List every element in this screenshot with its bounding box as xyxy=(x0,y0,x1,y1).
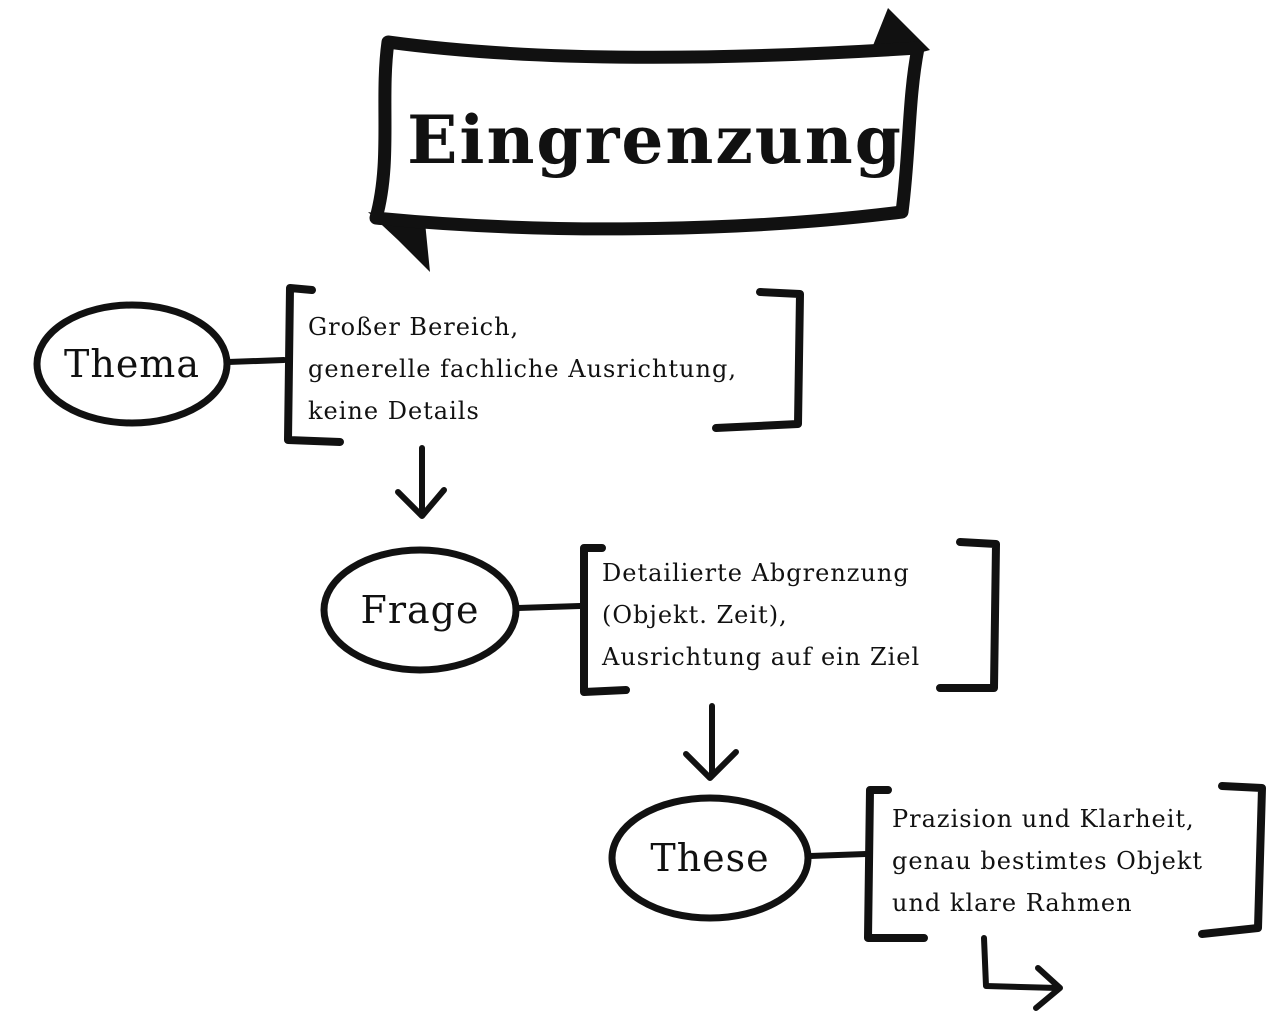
arrow-these-next xyxy=(981,935,1063,1011)
frage-description-line: (Objekt. Zeit), xyxy=(602,601,788,629)
thema-description: Großer Bereich, generelle fachliche Ausr… xyxy=(308,306,737,432)
frage-connector xyxy=(515,603,583,611)
these-description-line: genau bestimtes Objekt xyxy=(892,847,1204,875)
these-description-line: Prazision und Klarheit, xyxy=(892,805,1195,833)
these-description: Prazision und Klarheit, genau bestimtes … xyxy=(892,798,1203,924)
these-connector xyxy=(807,851,869,859)
thema-description-line: keine Details xyxy=(308,397,480,425)
arrow-thema-frage xyxy=(395,445,447,519)
thema-connector xyxy=(225,357,287,365)
frage-bracket-left xyxy=(580,544,630,696)
thema-description-line: Großer Bereich, xyxy=(308,313,520,341)
thema-label: Thema xyxy=(64,342,200,386)
these-label: These xyxy=(650,836,770,880)
these-bracket-left xyxy=(864,786,928,942)
title-banner xyxy=(368,8,930,272)
these-description-line: und klare Rahmen xyxy=(892,889,1133,917)
thema-description-line: generelle fachliche Ausrichtung, xyxy=(308,355,737,383)
frage-description-line: Ausrichtung auf ein Ziel xyxy=(602,643,921,671)
frage-description: Detailierte Abgrenzung (Objekt. Zeit), A… xyxy=(602,552,920,678)
frage-bracket-right xyxy=(936,538,1000,692)
arrow-frage-these xyxy=(683,703,739,781)
thema-bracket-right xyxy=(712,288,804,432)
thema-bracket-left xyxy=(284,284,344,446)
frage-label: Frage xyxy=(360,588,480,632)
banner-body xyxy=(369,35,925,236)
diagram-title: Eingrenzung xyxy=(407,101,903,179)
frage-description-line: Detailierte Abgrenzung xyxy=(602,559,910,587)
these-bracket-right xyxy=(1198,782,1266,938)
